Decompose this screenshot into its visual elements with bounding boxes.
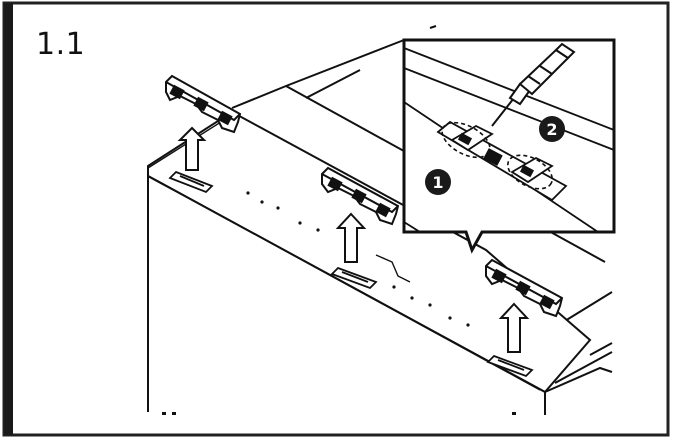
screw-holes	[246, 191, 470, 327]
callout-label-1: 1	[432, 173, 443, 192]
mounting-slots	[168, 170, 534, 378]
callout-badge-1: 1	[425, 169, 451, 195]
callout-label-2: 2	[546, 120, 557, 139]
detail-callout	[402, 38, 616, 254]
screwdriver-icon	[491, 42, 576, 127]
step-number: 1.1	[36, 27, 86, 62]
footer-marks	[162, 412, 516, 415]
bracket-left	[165, 74, 242, 134]
panel-border	[2, 1, 670, 437]
appliance-top	[147, 110, 613, 415]
callout-badge-2: 2	[539, 116, 565, 142]
arrow-up-icon	[177, 126, 530, 353]
bracket-middle	[321, 166, 400, 226]
bracket-right	[485, 258, 564, 318]
